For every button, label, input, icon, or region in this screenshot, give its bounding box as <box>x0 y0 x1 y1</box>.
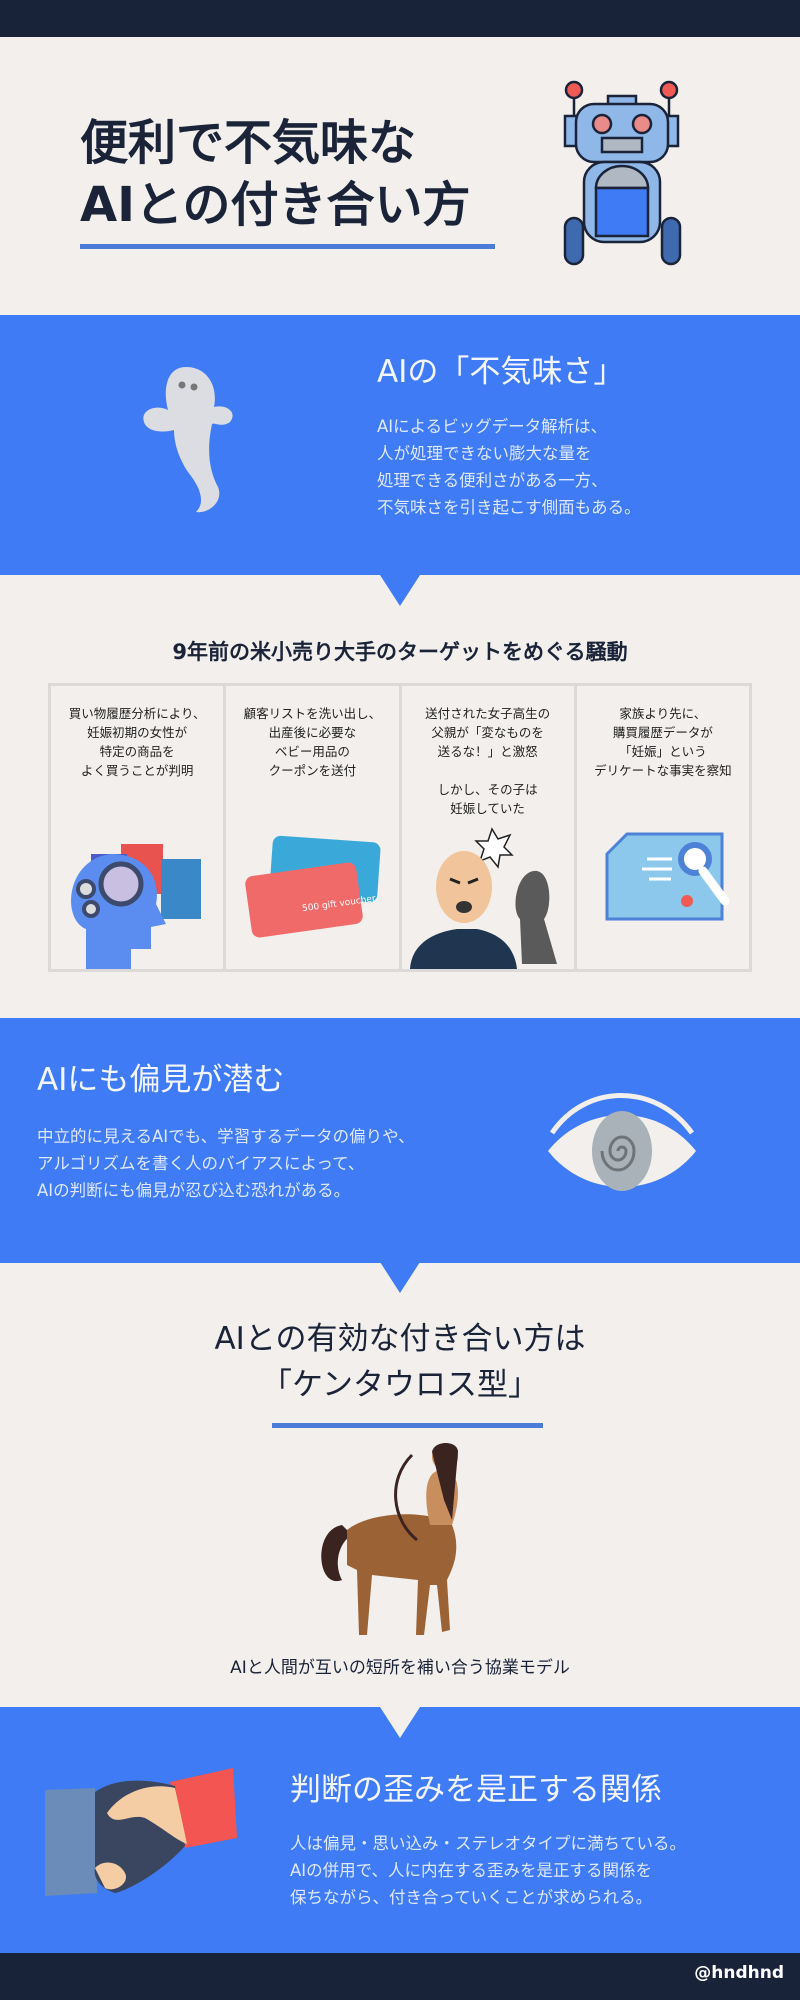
author-handle: @hndhnd <box>694 1963 784 1983</box>
footer-bar <box>0 1953 800 2000</box>
story-card: 家族より先に、 購買履歴データが 「妊娠」という デリケートな事実を察知 <box>577 686 749 969</box>
card-text: 買い物履歴分析により、 妊娠初期の女性が 特定の商品を よく買うことが判明 <box>68 706 206 778</box>
body-line: 中立的に見えるAIでも、学習するデータの偏りや、 <box>37 1127 415 1146</box>
body-line: AIによるビッグデータ解析は、 <box>377 417 608 436</box>
story-card: 顧客リストを洗い出し、 出産後に必要な ベビー用品の クーポンを送付 500 g… <box>226 686 402 969</box>
section4-title: AIとの有効な付き合い方は 「ケンタウロス型」 <box>0 1316 800 1408</box>
section2-heading: 9年前の米小売り大手のターゲットをめぐる騒動 <box>172 640 628 664</box>
gift-voucher-icon: 500 gift voucher <box>245 835 381 938</box>
title-line-1: AIとの有効な付き合い方は <box>214 1321 586 1357</box>
body-line: AIの併用で、人に内在する歪みを是正する関係を <box>290 1861 652 1880</box>
centaur-icon <box>321 1443 458 1635</box>
body-line: 人は偏見・思い込み・ステレオタイプに満ちている。 <box>290 1834 686 1853</box>
head-gears-shopping-icon <box>71 844 201 969</box>
title-line-2: 「ケンタウロス型」 <box>260 1367 540 1403</box>
top-bar <box>0 0 800 37</box>
card-text: 顧客リストを洗い出し、 出産後に必要な ベビー用品の クーポンを送付 <box>243 706 382 778</box>
page-title: 便利で不気味な AIとの付き合い方 <box>80 112 471 236</box>
eye-icon <box>548 1093 696 1191</box>
card-text: 送付された女子高生の 父親が「変なものを 送るな！」と激怒 しかし、その子は 妊… <box>425 706 551 816</box>
angry-father-icon <box>409 827 557 969</box>
section4-caption: AIと人間が互いの短所を補い合う協業モデル <box>230 1658 570 1678</box>
section1-body: AIによるビッグデータ解析は、 人が処理できない膨大な量を 処理できる便利さがあ… <box>377 413 641 521</box>
section3-heading: AIにも偏見が潜む <box>37 1062 285 1098</box>
body-line: 人が処理できない膨大な量を <box>377 444 592 463</box>
pointer-arrow <box>380 575 420 606</box>
body-line: 不気味さを引き起こす側面もある。 <box>377 498 641 517</box>
section5-heading: 判断の歪みを是正する関係 <box>290 1772 662 1808</box>
pointer-arrow <box>380 1262 420 1293</box>
section4-underline <box>272 1423 543 1428</box>
story-card: 送付された女子高生の 父親が「変なものを 送るな！」と激怒 しかし、その子は 妊… <box>402 686 577 969</box>
body-line: 保ちながら、付き合っていくことが求められる。 <box>290 1888 653 1907</box>
section1-heading: AIの「不気味さ」 <box>377 354 625 390</box>
document-magnifier-icon <box>605 832 730 921</box>
robot-icon <box>563 80 682 266</box>
section5-body: 人は偏見・思い込み・ステレオタイプに満ちている。 AIの併用で、人に内在する歪み… <box>290 1830 686 1911</box>
title-underline <box>80 244 495 249</box>
story-card: 買い物履歴分析により、 妊娠初期の女性が 特定の商品を よく買うことが判明 <box>51 686 227 969</box>
body-line: アルゴリズムを書く人のバイアスによって、 <box>37 1154 365 1173</box>
body-line: 処理できる便利さがある一方、 <box>377 471 608 490</box>
section3-body: 中立的に見えるAIでも、学習するデータの偏りや、 アルゴリズムを書く人のバイアス… <box>37 1123 415 1204</box>
card-text: 家族より先に、 購買履歴データが 「妊娠」という デリケートな事実を察知 <box>594 706 732 778</box>
body-line: AIの判断にも偏見が忍び込む恐れがある。 <box>37 1181 351 1200</box>
ghost-icon <box>143 367 233 513</box>
section-uncanny <box>0 315 800 575</box>
title-line-1: 便利で不気味な <box>80 115 417 171</box>
handshake-icon <box>45 1768 237 1896</box>
pointer-arrow <box>380 1707 420 1738</box>
title-line-2: AIとの付き合い方 <box>80 177 471 233</box>
story-cards: 買い物履歴分析により、 妊娠初期の女性が 特定の商品を よく買うことが判明 顧客… <box>48 683 752 972</box>
